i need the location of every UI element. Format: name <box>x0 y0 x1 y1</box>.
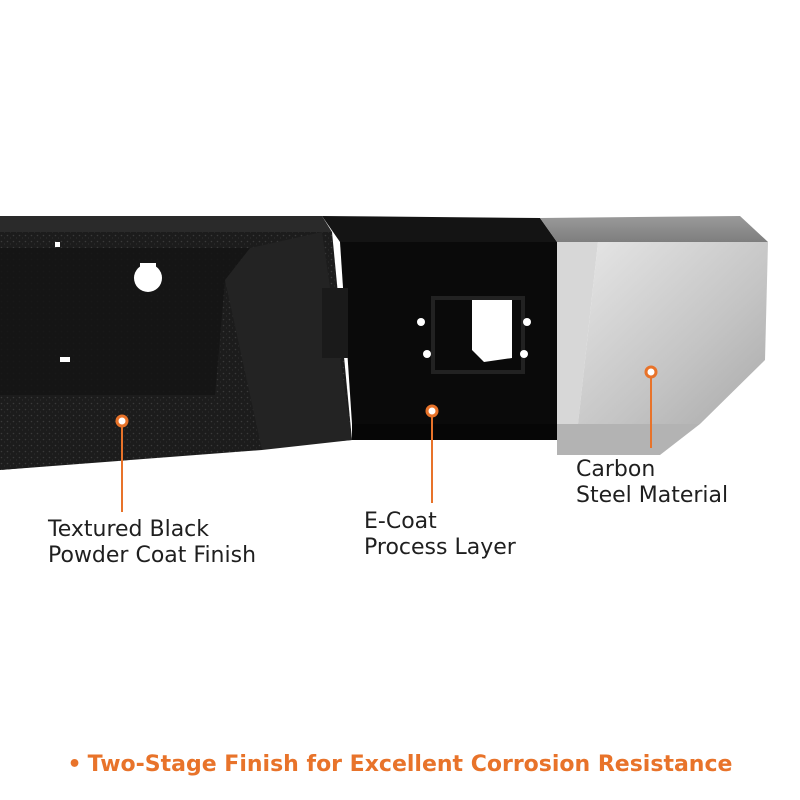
powder-coat-section <box>0 216 352 470</box>
steel-front-face <box>578 242 768 424</box>
steel-top-face <box>540 216 768 242</box>
powder-coat-label-line1: Textured Black <box>48 517 210 542</box>
callout-dot <box>425 404 439 418</box>
feature-caption: •Two-Stage Finish for Excellent Corrosio… <box>0 750 800 780</box>
mount-bolt-hole <box>523 318 531 326</box>
bracket-hole <box>55 242 60 247</box>
caption-bullet: • <box>67 752 82 777</box>
steel-inner-face <box>557 242 598 424</box>
callout-powder <box>115 414 129 512</box>
ecoat-label: E-Coat Process Layer <box>364 509 516 561</box>
hitch-receiver-frame <box>431 296 525 374</box>
steel-section <box>540 216 768 455</box>
ecoat-front-face <box>340 242 557 424</box>
mount-bolt-hole <box>417 318 425 326</box>
bracket-hole <box>134 264 162 292</box>
ecoat-label-line2: Process Layer <box>364 535 516 560</box>
powder-coat-label: Textured Black Powder Coat Finish <box>48 517 256 569</box>
mount-bolt-hole <box>520 350 528 358</box>
callout-dot <box>115 414 129 428</box>
callout-dot <box>644 365 658 379</box>
mount-bolt-hole <box>423 350 431 358</box>
steel-lower-face <box>557 424 700 455</box>
callout-ecoat <box>425 404 439 503</box>
steel-label-line1: Carbon <box>576 457 656 482</box>
ecoat-lower-face <box>352 424 557 440</box>
ecoat-section <box>322 216 557 440</box>
powder-side-wall <box>225 232 352 450</box>
steel-label-line2: Steel Material <box>576 483 729 508</box>
steel-label: Carbon Steel Material <box>576 457 728 509</box>
ecoat-top-face <box>322 216 557 242</box>
callout-steel <box>644 365 658 448</box>
bracket-slot <box>60 357 70 362</box>
ecoat-side-slot <box>322 288 348 358</box>
hitch-receiver-opening <box>472 298 512 362</box>
powder-coat-label-line2: Powder Coat Finish <box>48 543 257 568</box>
powder-inner-recess <box>0 248 250 395</box>
ecoat-label-line1: E-Coat <box>364 509 437 534</box>
powder-top-face <box>0 216 332 232</box>
bracket-hole <box>140 263 156 270</box>
caption-text: Two-Stage Finish for Excellent Corrosion… <box>87 752 733 777</box>
powder-lower-lip <box>0 395 262 470</box>
